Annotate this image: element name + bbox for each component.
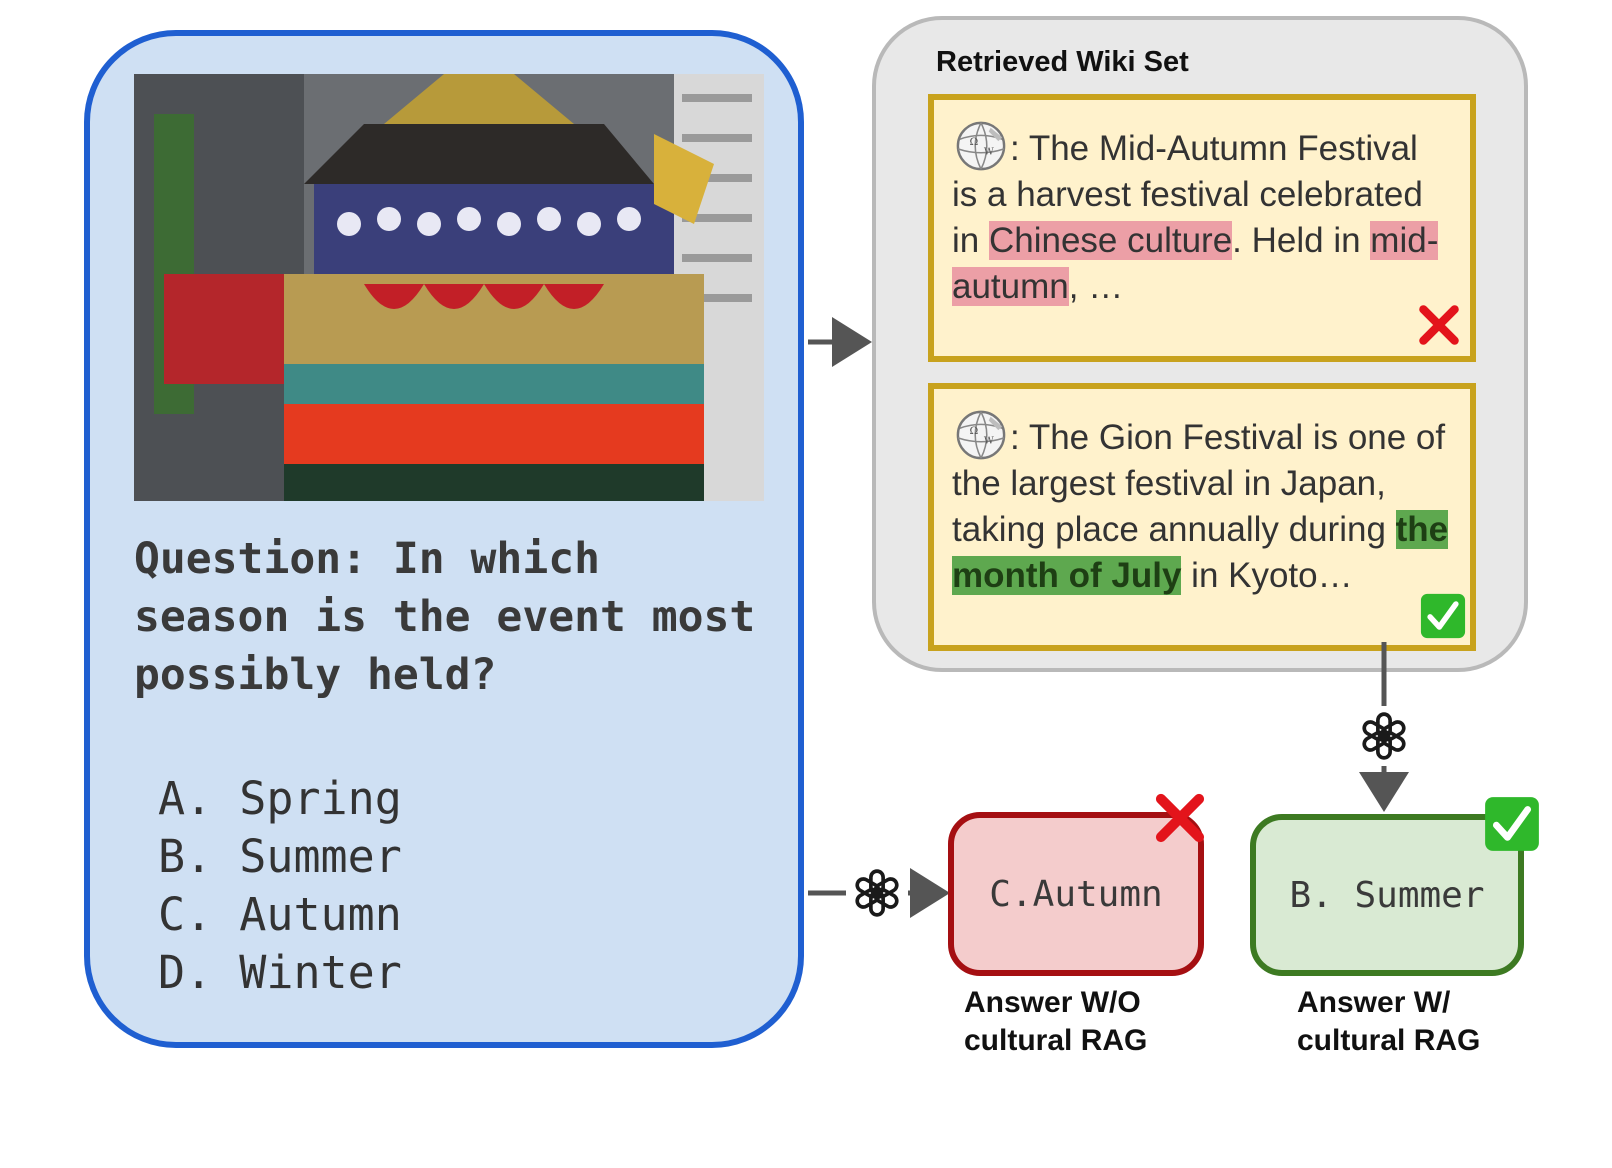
festival-photo: [134, 74, 764, 501]
caption-with-rag: Answer W/ cultural RAG: [1297, 986, 1481, 1057]
option-b: B. Summer: [158, 830, 402, 883]
option-a: A. Spring: [158, 772, 402, 825]
openai-logo-icon: [853, 869, 901, 917]
wiki-card-mid-autumn: : The Mid-Autumn Festival is a harvest f…: [928, 94, 1476, 362]
wiki-card-text: . Held in: [1232, 221, 1371, 260]
answer-with-rag-box: B. Summer: [1250, 814, 1524, 976]
openai-logo-icon: [1360, 712, 1408, 760]
highlight-wrong: Chinese culture: [988, 221, 1233, 260]
wiki-card-text: : The Gion Festival is one of the larges…: [952, 418, 1446, 549]
answer-options: A. Spring B. Summer C. Autumn D. Winter: [158, 770, 402, 1002]
festival-float-illustration: [134, 74, 764, 501]
green-check-icon: [1484, 796, 1540, 852]
option-d: D. Winter: [158, 946, 402, 999]
caption-without-rag: Answer W/O cultural RAG: [964, 986, 1148, 1057]
wiki-card-text: , …: [1068, 267, 1124, 306]
red-x-icon: [1152, 790, 1208, 846]
wiki-card-text: : The Mid-Autumn Festival is a harvest f…: [952, 129, 1423, 260]
wiki-card-gion: : The Gion Festival is one of the larges…: [928, 383, 1476, 651]
retrieved-wiki-title: Retrieved Wiki Set: [936, 46, 1189, 78]
option-c: C. Autumn: [158, 888, 402, 941]
question-text: Question: In which season is the event m…: [134, 534, 756, 700]
wiki-card-text: in Kyoto…: [1181, 556, 1353, 595]
